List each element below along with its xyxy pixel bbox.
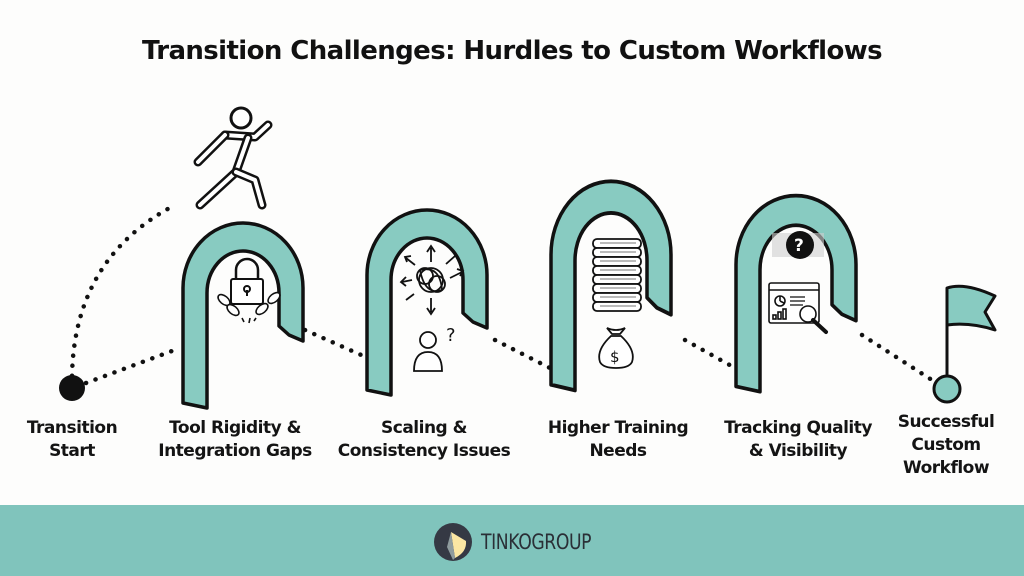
dashboard-magnifier-icon	[768, 282, 828, 334]
broken-chain-icon	[217, 291, 281, 324]
svg-text:?: ?	[794, 236, 804, 256]
page-title: Transition Challenges: Hurdles to Custom…	[141, 36, 883, 66]
question-mark-icon: ?	[772, 231, 824, 259]
brand-logo: TINKOGROUP	[433, 522, 615, 562]
flag-icon	[932, 284, 997, 404]
label-transition-start: Transition Start	[26, 418, 118, 461]
footer-bar	[0, 505, 1024, 576]
brand-name: TINKOGROUP	[481, 530, 592, 554]
tangled-arrows-icon	[399, 244, 465, 316]
start-dot-icon	[59, 375, 85, 401]
label-successful-workflow: Successful Custom Workflow	[897, 412, 995, 478]
label-tracking-quality: Tracking Quality & Visibility	[724, 418, 872, 461]
confused-user-icon: ?	[413, 325, 456, 372]
book-stack-icon	[592, 238, 642, 312]
hurdle-1-arch	[181, 221, 305, 410]
svg-text:?: ?	[446, 325, 456, 346]
padlock-icon	[230, 257, 264, 305]
svg-text:$: $	[610, 348, 620, 366]
running-person-icon	[193, 106, 273, 210]
tinkogroup-logo-icon	[434, 523, 472, 561]
money-bag-icon: $	[598, 327, 634, 369]
label-higher-training: Higher Training Needs	[547, 418, 689, 461]
hurdle-diagram: ? $ ?	[59, 106, 997, 410]
label-scaling-consistency: Scaling & Consistency Issues	[337, 418, 511, 461]
dotted-path	[69, 202, 938, 389]
label-tool-rigidity: Tool Rigidity & Integration Gaps	[158, 418, 312, 461]
